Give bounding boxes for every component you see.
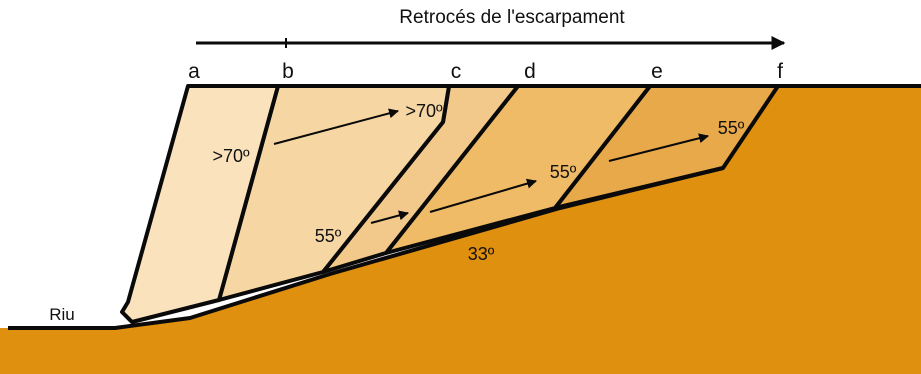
- angle-base-slope: 33º: [468, 244, 495, 264]
- angle-e-slope: 55º: [718, 118, 745, 138]
- angle-d-slope: 55º: [550, 162, 577, 182]
- label-c: c: [451, 60, 462, 83]
- diagram-title: Retrocés de l'escarpament: [399, 7, 625, 28]
- arrow-small: [370, 210, 409, 224]
- ground-surface-line: [8, 166, 724, 330]
- label-d: d: [524, 60, 536, 83]
- label-b: b: [282, 60, 294, 83]
- river-label: Riu: [49, 305, 75, 324]
- label-f: f: [777, 60, 783, 83]
- arrow-b-to-c: [273, 108, 399, 145]
- label-a: a: [188, 60, 200, 83]
- ground-mass: [0, 86, 921, 374]
- angle-b-face: >70º: [212, 146, 250, 166]
- label-e: e: [651, 60, 663, 83]
- angle-c-face: >70º: [405, 101, 443, 121]
- angle-lower-slope: 55º: [315, 226, 342, 246]
- arrow-d-to-e: [608, 133, 709, 162]
- arrow-c-to-d: [429, 178, 537, 213]
